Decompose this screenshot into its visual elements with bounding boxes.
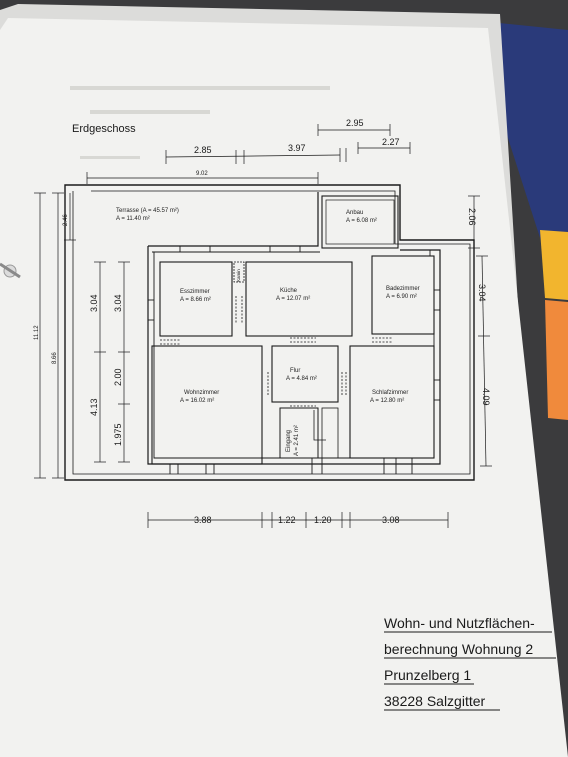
binder-ring: [0, 262, 21, 279]
room-area-schlafzimmer: A = 12.80 m²: [370, 398, 404, 404]
dim-top-227: 2.27: [382, 137, 400, 147]
dim-right-206: 2.06: [467, 208, 477, 226]
room-area-badezimmer: A = 6.90 m²: [386, 294, 417, 300]
title-block-line2: berechnung Wohnung 2: [384, 641, 533, 657]
anbau-walls: [321, 195, 399, 249]
room-area-eingang: A = 2.41 m²: [294, 425, 300, 456]
dim-left-304a: 3.04: [89, 294, 99, 312]
orange-tab: [545, 300, 568, 420]
schlafzimmer-walls: [349, 345, 435, 459]
dim-bottom-308: 3.08: [382, 515, 400, 525]
dim-top-397: 3.97: [288, 143, 306, 153]
dim-top-295: 2.95: [346, 118, 364, 128]
paper-sheet: [0, 18, 568, 757]
dim-right-304: 3.04: [477, 284, 487, 302]
room-area-esszimmer: A = 8.66 m²: [180, 297, 211, 303]
room-name-eingang: Eingang: [286, 430, 292, 452]
room-name-esszimmer: Esszimmer: [180, 289, 210, 295]
badezimmer-walls: [371, 255, 435, 335]
esszimmer-walls: [159, 261, 233, 337]
eingang-walls: [279, 407, 319, 459]
wohnzimmer-walls: [151, 345, 263, 465]
room-name-badezimmer: Badezimmer: [386, 286, 420, 292]
room-name-schlafzimmer: Schlafzimmer: [372, 390, 408, 396]
dim-top-902: 9.02: [196, 171, 208, 177]
dim-left-200: 2.00: [113, 368, 123, 386]
dim-bottom-122: 1.22: [278, 515, 296, 525]
kamin-walls: [233, 261, 245, 283]
room-area-wohnzimmer: A = 16.02 m²: [180, 398, 214, 404]
door-openings: [160, 296, 392, 407]
title-block-line1: Wohn- und Nutzflächen-: [384, 615, 535, 631]
wall-north: [148, 192, 319, 247]
room-area-anbau: A = 6.08 m²: [346, 218, 377, 224]
dimension-labels: 2.95 2.85 3.97 2.27 9.02 2.46 11.12 8.66…: [34, 118, 491, 525]
room-name-wohnzimmer: Wohnzimmer: [184, 390, 219, 396]
title-block-line3: Prunzelberg 1: [384, 667, 471, 683]
room-name-kueche: Küche: [280, 288, 298, 294]
room-area-terrasse: A = 11.40 m²: [116, 216, 150, 222]
dim-left-866: 8.66: [52, 352, 58, 364]
dim-top-285: 2.85: [194, 145, 212, 155]
dimension-lines: [34, 124, 492, 528]
room-name-anbau: Anbau: [346, 210, 363, 216]
outer-wall: [64, 184, 475, 481]
wall-south-east: [147, 246, 441, 465]
plan-title: Erdgeschoss: [72, 123, 136, 135]
outer-wall-inner: [72, 190, 471, 475]
room-area-kueche: A = 12.07 m²: [276, 296, 310, 302]
windows: [148, 246, 440, 474]
dim-left-1975: 1.975: [113, 423, 123, 446]
yellow-tab: [540, 230, 568, 300]
dim-left-413: 4.13: [89, 398, 99, 416]
room-area-flur: A = 4.84 m²: [286, 376, 317, 382]
title-block-line4: 38228 Salzgitter: [384, 693, 486, 709]
dim-left-304b: 3.04: [113, 294, 123, 312]
dim-left-246: 2.46: [63, 214, 69, 226]
room-labels: Terrasse (A = 45.57 m²) A = 11.40 m² Anb…: [116, 208, 420, 456]
kueche-walls: [245, 261, 353, 337]
floor-plan: [34, 124, 492, 528]
dim-left-1112: 11.12: [34, 325, 40, 340]
show-through-text: [70, 86, 330, 159]
room-name-kamin: Kamin: [236, 269, 241, 282]
room-name-flur: Flur: [290, 368, 300, 374]
dim-bottom-120: 1.20: [314, 515, 332, 525]
dim-right-409: 4.09: [481, 388, 491, 406]
dim-bottom-388: 3.88: [194, 515, 212, 525]
room-name-terrasse: Terrasse (A = 45.57 m²): [116, 208, 179, 214]
title-block: Wohn- und Nutzflächen- berechnung Wohnun…: [384, 615, 556, 711]
